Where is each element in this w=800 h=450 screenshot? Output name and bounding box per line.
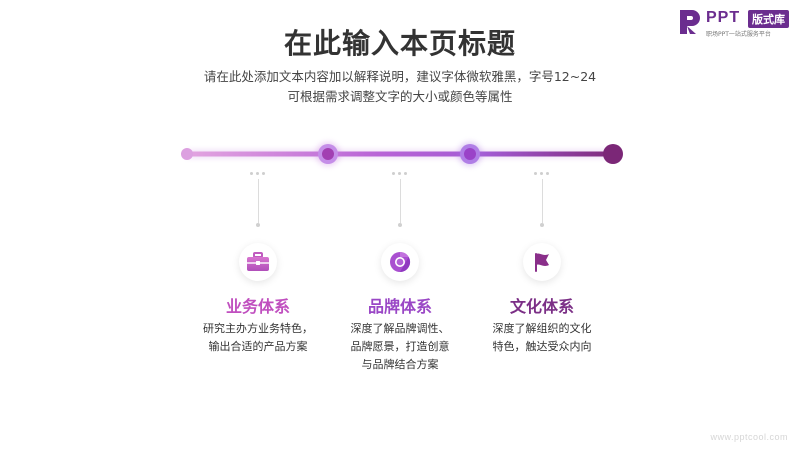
logo-tagline: 职场PPT一站式服务平台 [706, 31, 771, 38]
column-2-title: 品牌体系 [367, 297, 432, 316]
logo-brand-text: PPT [706, 9, 741, 26]
column-1-icon-circle [239, 243, 277, 281]
logo-badge: 版式库 [748, 10, 789, 28]
column-2-description: 深度了解品牌调性、 品牌愿景，打造创意 与品牌结合方案 [350, 322, 450, 371]
logo-p-icon [680, 10, 700, 34]
subtitle-line-1: 请在此处添加文本内容加以解释说明，建议字体微软雅黑，字号12~24 [203, 69, 597, 84]
footer-url[interactable]: www.pptcool.com [710, 432, 788, 442]
page-title: 在此输入本页标题 [283, 27, 516, 60]
column-2-icon-circle [381, 243, 419, 281]
timeline-line [186, 151, 614, 157]
column-3-title: 文化体系 [509, 297, 574, 316]
briefcase-icon [247, 252, 269, 271]
chrome-icon [390, 251, 411, 273]
column-1-title: 业务体系 [225, 297, 290, 316]
column-1-description: 研究主办方业务特色， 输出合适的产品方案 [203, 322, 313, 353]
flag-icon [535, 253, 549, 272]
timeline [181, 142, 623, 166]
brand-logo[interactable]: PPT 版式库 职场PPT一站式服务平台 [678, 8, 794, 38]
timeline-node-2-core [464, 148, 476, 160]
column-3-icon-circle [523, 243, 561, 281]
subtitle-line-2: 可根据需求调整文字的大小或颜色等属性 [287, 89, 513, 104]
timeline-start-dot [181, 148, 193, 160]
timeline-node-1-core [322, 148, 334, 160]
column-3-description: 深度了解组织的文化 特色，触达受众内向 [492, 322, 592, 353]
timeline-end-node [603, 144, 623, 164]
